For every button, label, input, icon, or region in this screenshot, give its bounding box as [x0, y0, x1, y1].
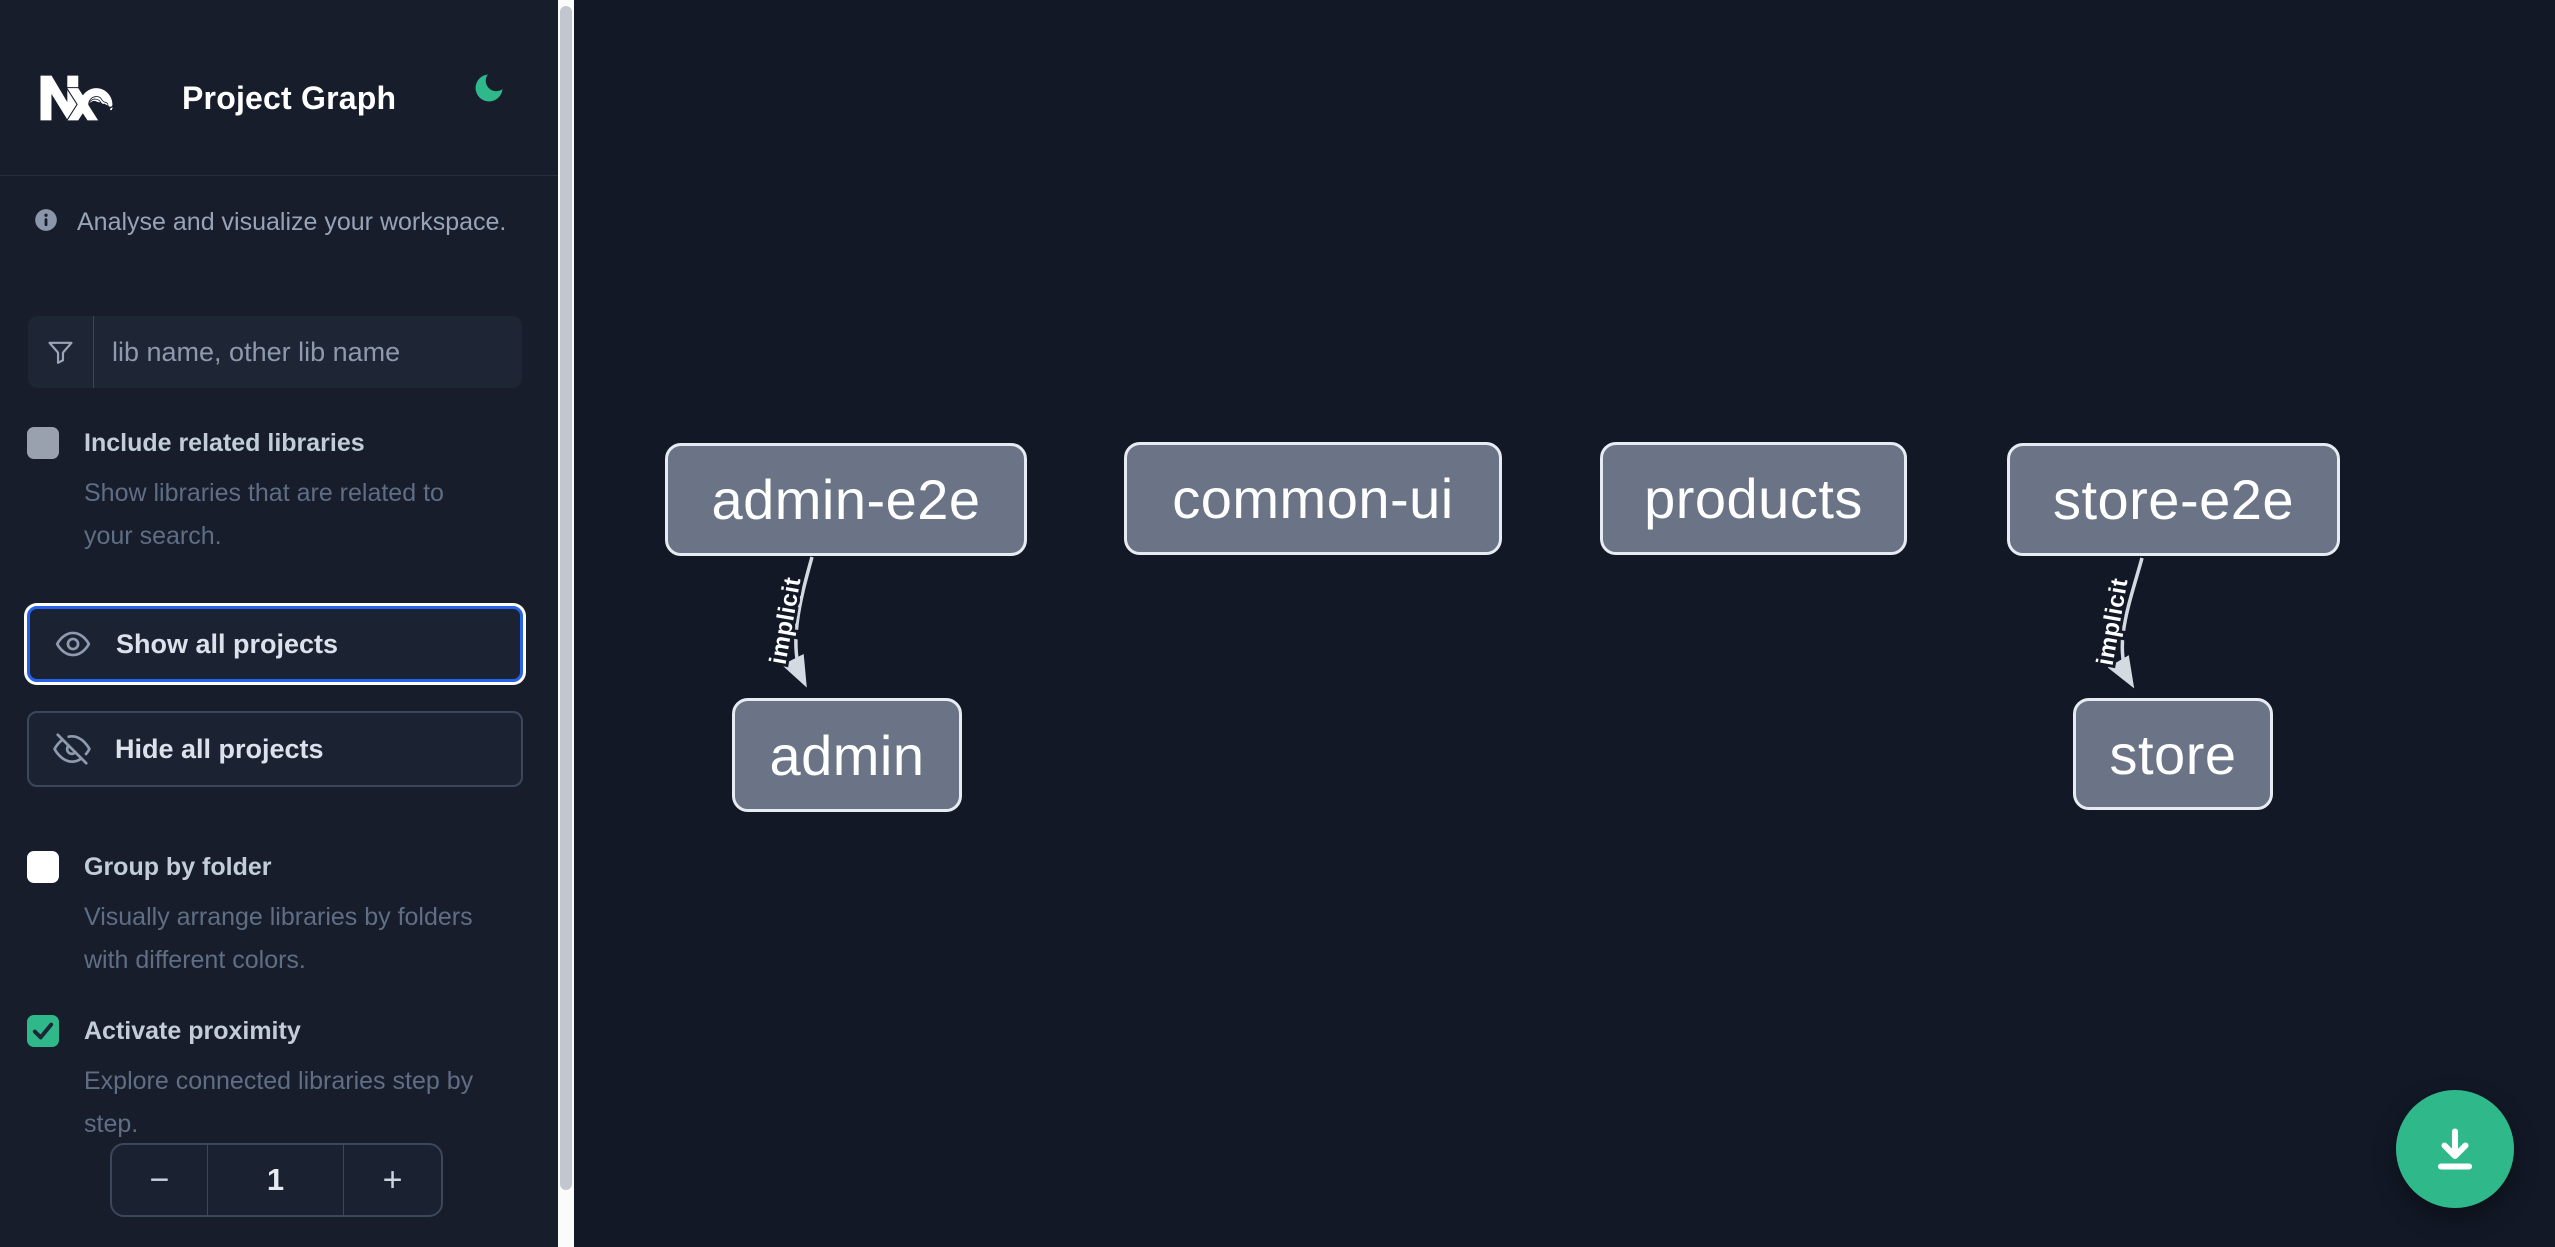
graph-edges: implicit implicit: [762, 556, 2144, 689]
edge-admin-e2e-to-admin: [781, 556, 814, 688]
graph-node-store-e2e[interactable]: store-e2e: [2007, 443, 2340, 556]
proximity-depth-value[interactable]: 1: [266, 1162, 285, 1197]
edge-label-implicit: implicit: [2092, 576, 2134, 667]
sidebar-scrollbar-thumb[interactable]: [560, 6, 572, 1190]
graph-node-products[interactable]: products: [1600, 442, 1907, 555]
eye-icon: [55, 631, 91, 657]
moon-icon: [475, 74, 503, 101]
sidebar-header: Project Graph: [0, 0, 558, 176]
info-icon: [35, 209, 57, 231]
include-related-checkbox[interactable]: [27, 427, 59, 459]
option-description: Explore connected libraries step by step…: [84, 1067, 474, 1138]
option-description: Show libraries that are related to your …: [84, 479, 444, 550]
project-graph-canvas[interactable]: implicit implicit admin-e2e common-ui pr…: [574, 0, 2555, 1247]
edge-store-e2e-to-store: [2107, 557, 2144, 689]
graph-node-common-ui[interactable]: common-ui: [1124, 442, 1502, 555]
search-box: [28, 316, 522, 388]
library-filter-input[interactable]: [94, 316, 522, 388]
option-description: Visually arrange libraries by folders wi…: [84, 903, 473, 974]
theme-toggle-button[interactable]: [468, 68, 510, 110]
page-title: Project Graph: [182, 80, 397, 116]
hide-all-projects-label: Hide all projects: [115, 733, 324, 764]
intro-text: Analyse and visualize your workspace.: [77, 208, 507, 236]
hide-all-projects-button[interactable]: Hide all projects: [27, 711, 523, 787]
edge-label-implicit: implicit: [765, 575, 807, 666]
option-label: Activate proximity: [84, 1017, 301, 1045]
nx-logo: [40, 75, 113, 121]
activate-proximity-checkbox[interactable]: [27, 1015, 59, 1047]
graph-node-admin[interactable]: admin: [732, 698, 962, 812]
graph-node-admin-e2e[interactable]: admin-e2e: [665, 443, 1027, 556]
download-icon: [2437, 1128, 2473, 1170]
show-all-projects-label: Show all projects: [116, 628, 339, 659]
eye-off-icon: [53, 733, 91, 765]
graph-node-store[interactable]: store: [2073, 698, 2273, 810]
increment-button[interactable]: +: [343, 1145, 441, 1215]
sidebar: Project Graph Analyse and visualize your…: [0, 0, 558, 1247]
sidebar-scrollbar-track[interactable]: [558, 0, 574, 1247]
decrement-button[interactable]: −: [112, 1145, 208, 1215]
show-all-projects-button[interactable]: Show all projects: [27, 606, 523, 682]
filter-icon: [48, 341, 73, 364]
download-graph-button[interactable]: [2396, 1090, 2514, 1208]
group-by-folder-checkbox[interactable]: [27, 851, 59, 883]
proximity-depth-stepper: − 1 +: [110, 1143, 443, 1217]
checkmark-icon: [32, 1022, 54, 1040]
option-label: Include related libraries: [84, 429, 365, 457]
option-label: Group by folder: [84, 853, 272, 881]
search-icon-cell: [28, 316, 94, 388]
intro-row: Analyse and visualize your workspace.: [31, 205, 528, 237]
